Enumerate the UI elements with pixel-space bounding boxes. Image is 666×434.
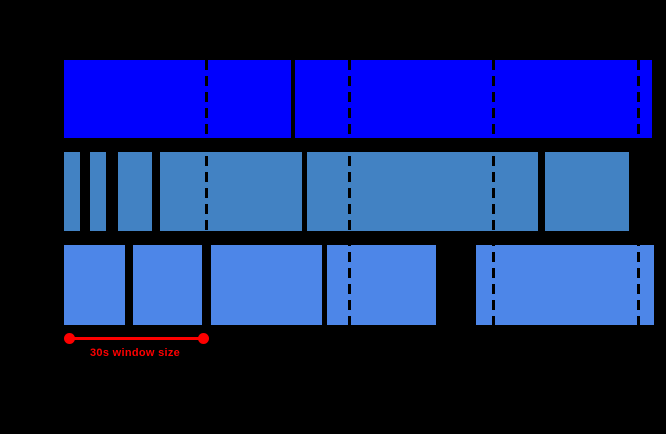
segment-bar	[476, 245, 654, 325]
window-boundary-line	[204, 60, 208, 325]
window-boundary-line	[491, 60, 495, 325]
segment-bar	[295, 60, 652, 138]
window-boundary-line	[347, 60, 351, 325]
segment-bar	[133, 245, 202, 325]
segment-bar	[307, 152, 538, 231]
segment-bar	[545, 152, 629, 231]
segment-bar	[160, 152, 302, 231]
segment-bar	[90, 152, 106, 231]
segment-bar	[64, 152, 80, 231]
segment-bar	[327, 245, 436, 325]
segment-bar	[118, 152, 152, 231]
segment-bar	[64, 245, 125, 325]
segment-bar	[211, 245, 322, 325]
window-size-ruler-endpoint-dot	[197, 332, 209, 344]
window-size-ruler-endpoint-dot	[63, 332, 75, 344]
window-size-ruler-line	[69, 336, 203, 340]
window-size-label: 30s window size	[90, 347, 181, 359]
segment-bar	[64, 60, 291, 138]
window-boundary-line	[636, 60, 640, 325]
